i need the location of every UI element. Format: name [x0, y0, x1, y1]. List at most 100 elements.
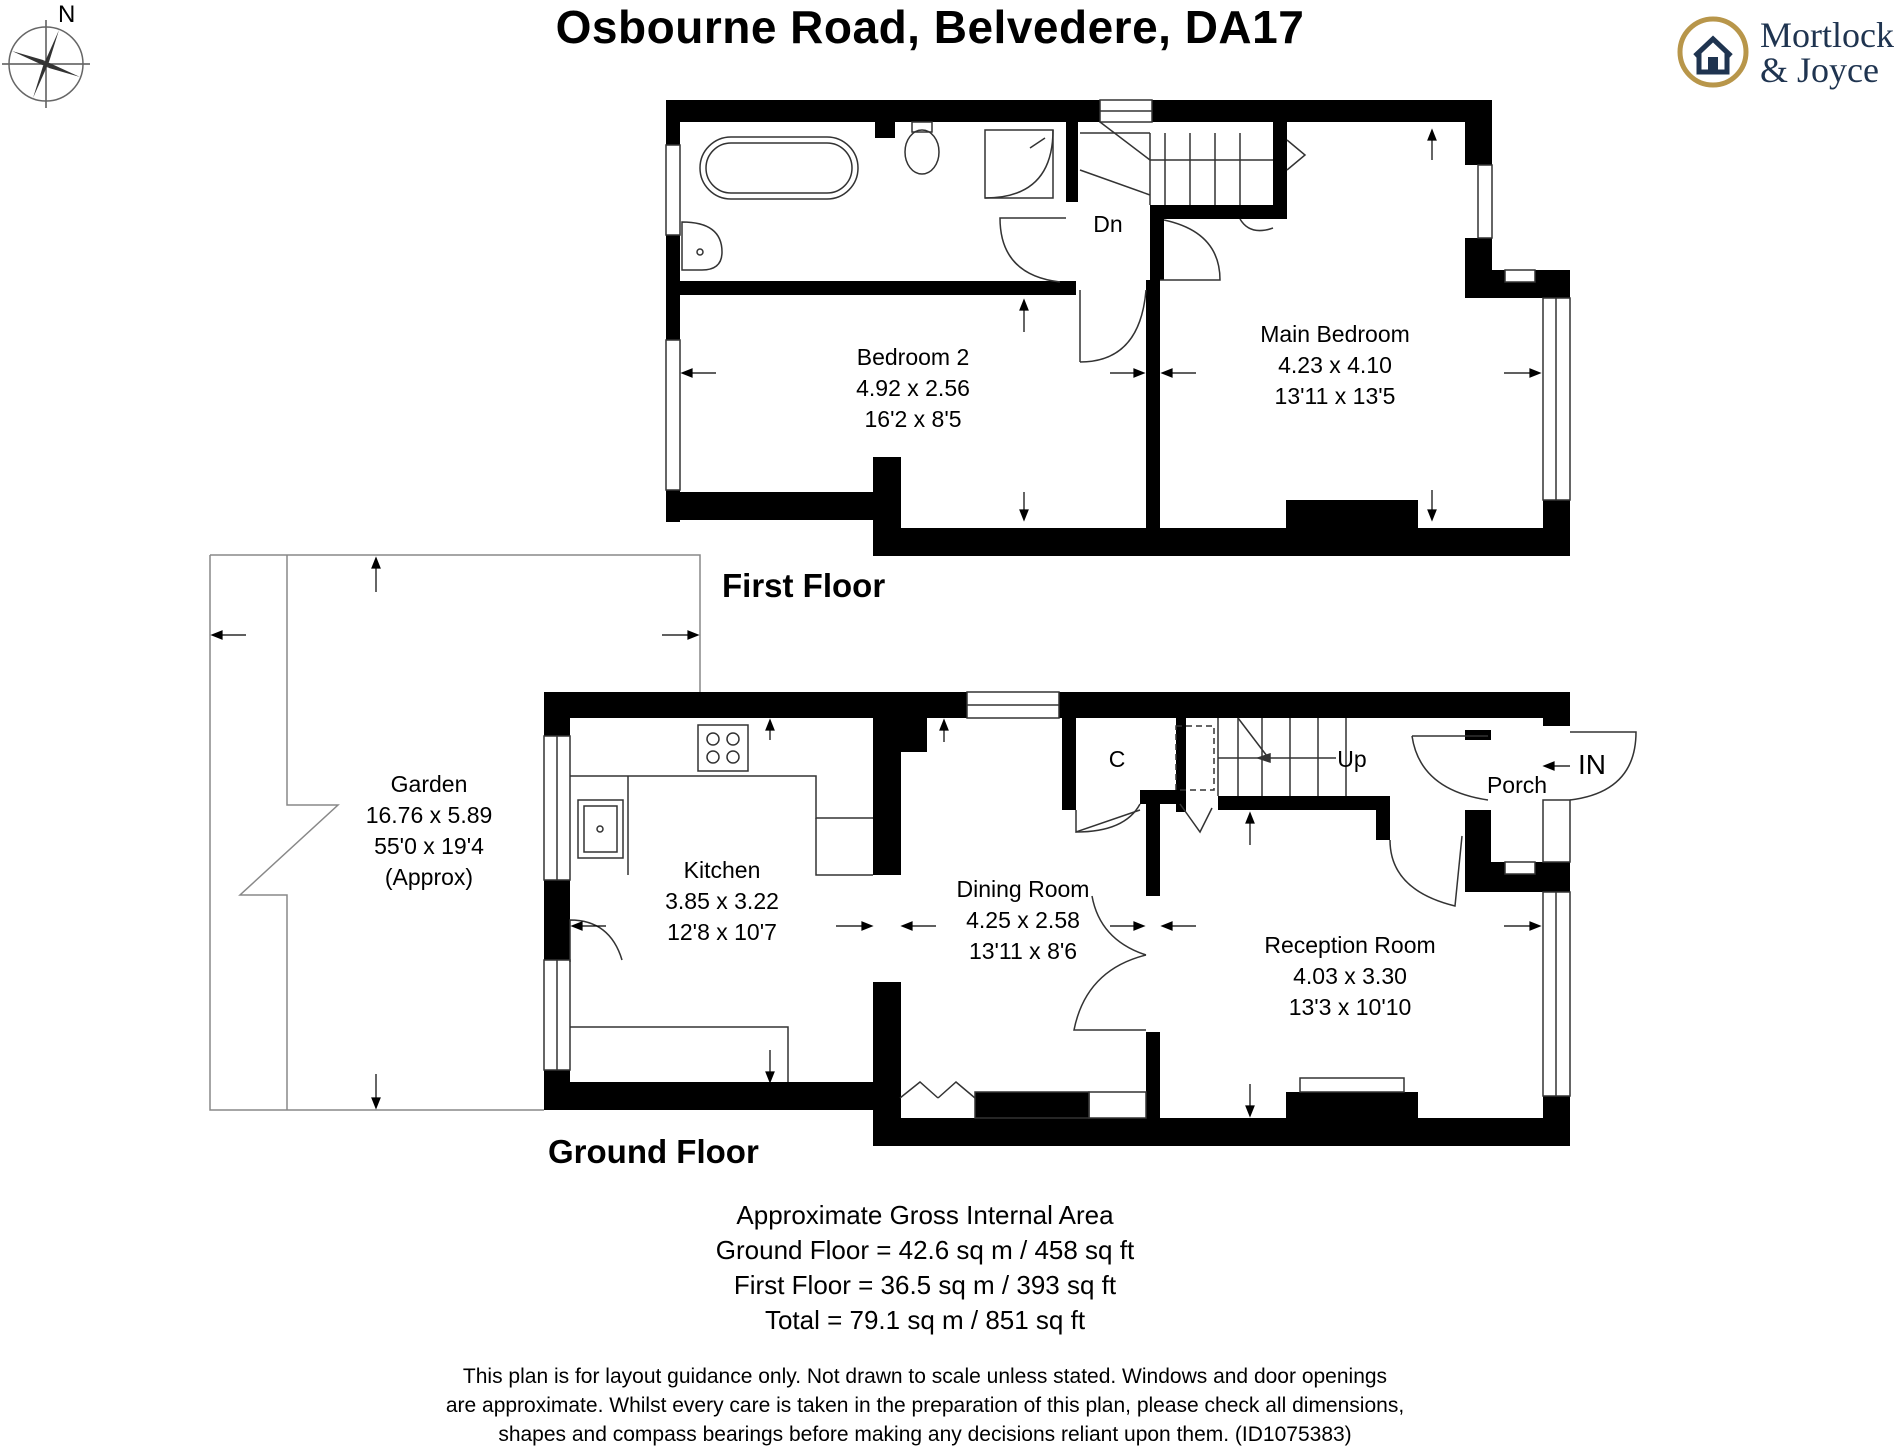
floor-labels: First Floor Ground Floor [548, 567, 885, 1170]
wall [1273, 122, 1287, 219]
door-icon [1160, 219, 1221, 281]
bedroom2-metric: 4.92 x 2.56 [856, 375, 970, 401]
disclaimer: This plan is for layout guidance only. N… [0, 1362, 1850, 1449]
dining-imperial: 13'11 x 8'6 [969, 938, 1077, 964]
wall [1150, 205, 1164, 280]
wall [873, 1118, 1570, 1146]
wall [1140, 790, 1180, 804]
area-first: First Floor = 36.5 sq m / 393 sq ft [733, 1270, 1117, 1300]
wall [1062, 718, 1076, 810]
ground-floor-plan [544, 692, 1570, 1146]
reception-imperial: 13'3 x 10'10 [1289, 994, 1412, 1020]
window-icon [1542, 799, 1571, 863]
main-bedroom-name: Main Bedroom [1260, 321, 1410, 347]
brand-line-1: Mortlock [1760, 15, 1894, 55]
door-icon [1179, 803, 1213, 834]
brand-logo: Mortlock & Joyce [1676, 12, 1904, 102]
window-icon [665, 144, 681, 236]
page-title: Osbourne Road, Belvedere, DA17 [555, 1, 1305, 53]
door-icon [1073, 954, 1147, 1031]
sink-icon [577, 799, 624, 859]
kitchen-name: Kitchen [684, 857, 761, 883]
wall [1543, 270, 1570, 298]
wall [873, 718, 927, 752]
reception-name: Reception Room [1264, 932, 1435, 958]
chimney-breast [1286, 1092, 1418, 1118]
first-floor-fixtures [665, 99, 1571, 501]
porch-label: Porch [1487, 772, 1547, 798]
door-icon [999, 217, 1066, 283]
area-ground: Ground Floor = 42.6 sq m / 458 sq ft [715, 1235, 1135, 1265]
basin-icon [681, 221, 723, 271]
stairs-down-label: Dn [1093, 211, 1122, 237]
room-labels: Bedroom 2 4.92 x 2.56 16'2 x 8'5 Main Be… [366, 211, 1606, 1020]
bedroom2-name: Bedroom 2 [857, 344, 970, 370]
wall [1146, 280, 1160, 528]
hob-icon [697, 724, 749, 772]
wall [1218, 796, 1390, 810]
disclaimer-line-3: shapes and compass bearings before makin… [498, 1423, 1352, 1446]
hearth [1088, 1091, 1147, 1119]
hearth [1299, 1077, 1405, 1093]
door-icon [1079, 289, 1147, 363]
disclaimer-line-1: This plan is for layout guidance only. N… [462, 1365, 1388, 1388]
window-icon [665, 339, 681, 491]
brand-line-2: & Joyce [1760, 50, 1879, 90]
reception-metric: 4.03 x 3.30 [1293, 963, 1407, 989]
shower-icon [984, 129, 1054, 199]
wall [666, 281, 1076, 295]
door-icon [1091, 895, 1147, 956]
dining-name: Dining Room [957, 876, 1090, 902]
wall [1146, 800, 1160, 896]
bedroom2-imperial: 16'2 x 8'5 [864, 406, 961, 432]
dimension-arrows-first [680, 128, 1542, 522]
staircase-first-floor [1079, 121, 1273, 205]
window-icon [1504, 269, 1536, 283]
door-icon [1239, 218, 1274, 232]
brand-name: Mortlock & Joyce [1760, 15, 1894, 90]
compass-icon: N [2, 1, 90, 108]
dining-metric: 4.25 x 2.58 [966, 907, 1080, 933]
main-bedroom-imperial: 13'11 x 13'5 [1275, 383, 1396, 409]
garden-note: (Approx) [385, 864, 473, 890]
ground-floor-fixtures [543, 691, 1637, 1119]
wall [1543, 692, 1570, 726]
dimension-arrows-ground [210, 556, 1570, 1118]
front-door-icon [1569, 731, 1637, 801]
wall [544, 692, 570, 736]
wall [544, 880, 570, 960]
garden-outline [209, 554, 701, 1111]
bath-icon [699, 136, 859, 200]
wall [1543, 1096, 1570, 1146]
toilet-icon [904, 129, 940, 175]
stairs-up-label: Up [1337, 746, 1366, 772]
house-logo-icon [1677, 16, 1749, 88]
first-floor-plan [666, 100, 1570, 556]
chimney-breast [975, 1092, 1089, 1118]
door-icon [1411, 735, 1489, 801]
staircase-ground-floor [1217, 717, 1347, 796]
meter-cupboard [1175, 725, 1215, 791]
wall [1146, 1032, 1160, 1118]
wall [1150, 205, 1287, 219]
wall [1376, 796, 1390, 840]
window-icon [1477, 164, 1493, 239]
disclaimer-line-2: are approximate. Whilst every care is ta… [445, 1394, 1405, 1417]
window-icon [1504, 861, 1536, 875]
compass-north-label: N [58, 1, 75, 28]
cupboard-label: C [1109, 746, 1126, 772]
first-floor-label: First Floor [722, 567, 885, 604]
entrance-label: IN [1578, 749, 1606, 780]
garden-metric: 16.76 x 5.89 [366, 802, 493, 828]
wall [1066, 122, 1078, 202]
wall [873, 528, 1570, 556]
wall [544, 1082, 894, 1110]
door-icon [569, 919, 623, 962]
wall [1465, 730, 1491, 740]
area-heading: Approximate Gross Internal Area [736, 1200, 1114, 1230]
kitchen-metric: 3.85 x 3.22 [665, 888, 779, 914]
kitchen-imperial: 12'8 x 10'7 [667, 919, 777, 945]
door-icon [899, 1081, 976, 1099]
ground-floor-label: Ground Floor [548, 1133, 759, 1170]
